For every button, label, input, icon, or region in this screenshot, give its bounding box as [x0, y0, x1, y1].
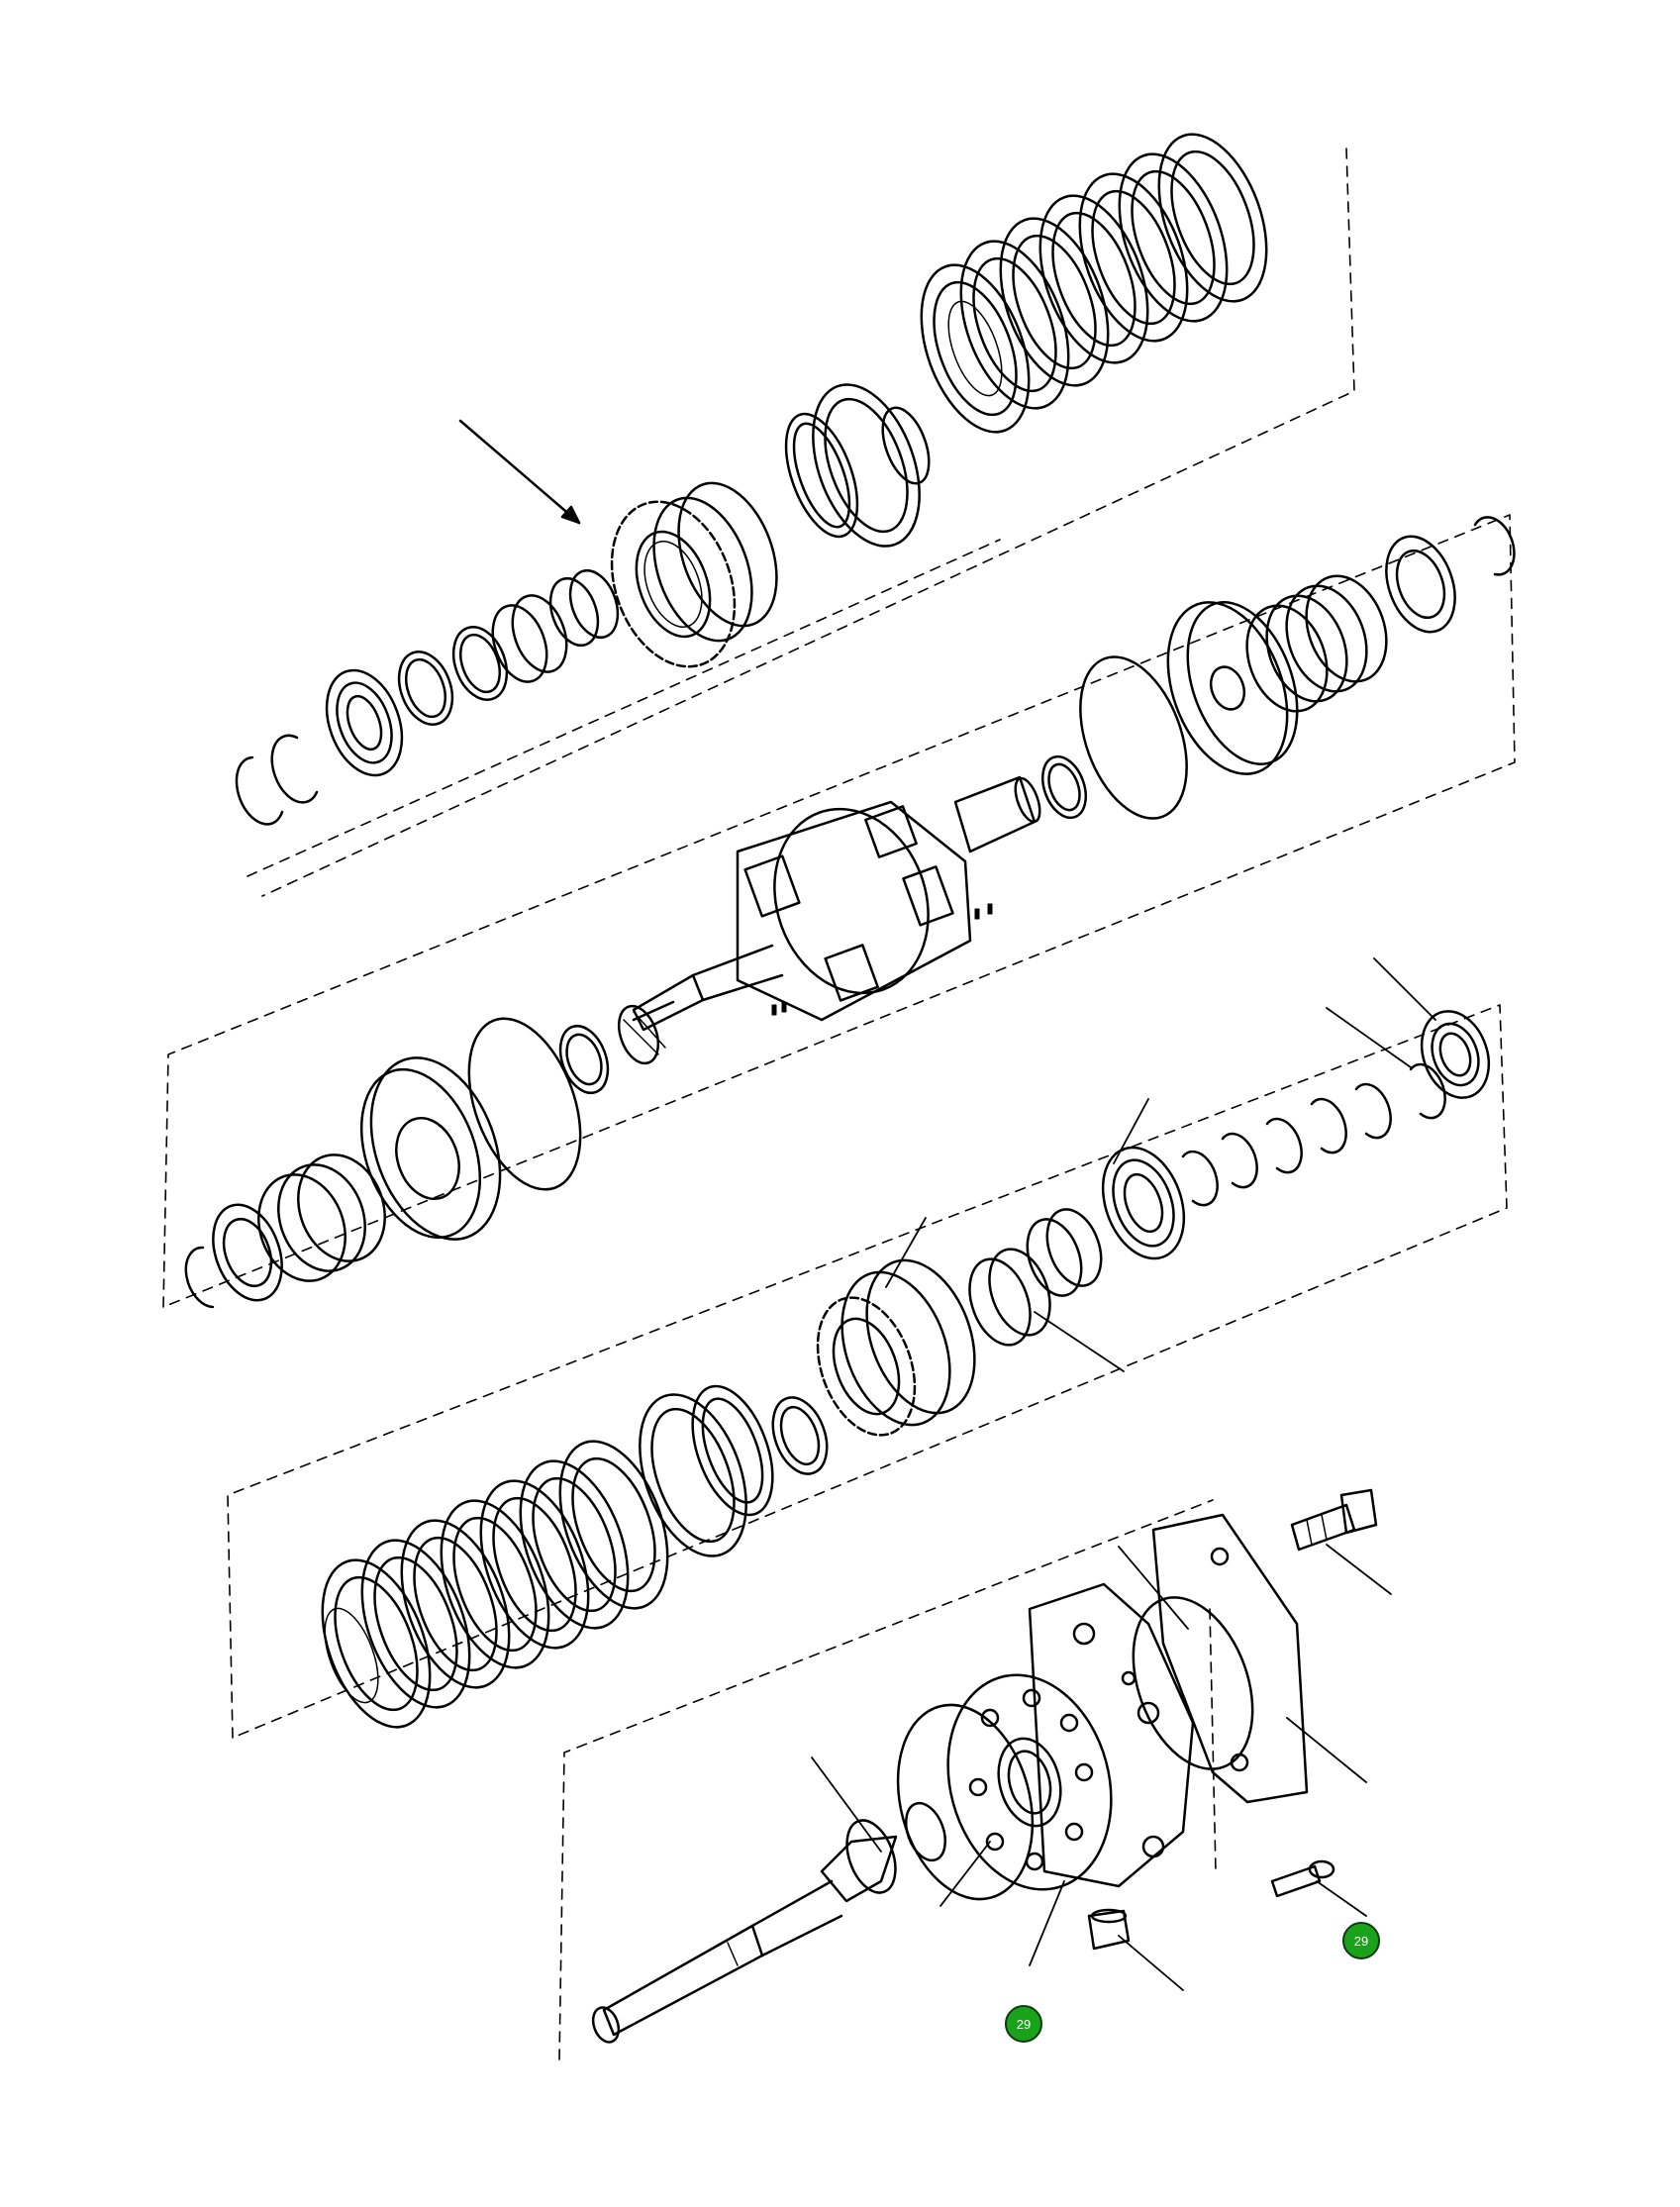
snap-rings-upper — [235, 734, 319, 826]
callout-number-badge[interactable]: 29 — [1005, 2005, 1042, 2043]
thrust-washers-upper — [397, 626, 509, 726]
arrow-pointer — [458, 419, 581, 525]
clutch-pack-lower — [321, 1440, 669, 1729]
snap-ring-right — [1473, 516, 1516, 576]
spring-lower — [257, 1154, 386, 1282]
pressure-plate-lower — [639, 1384, 774, 1557]
seal-ring-upper — [1041, 754, 1087, 820]
seal-right — [1385, 535, 1456, 634]
ball-bearing-lower — [1101, 1146, 1186, 1260]
callout-label: 29 — [1353, 1933, 1369, 1949]
snap-ring-left — [184, 1246, 215, 1309]
assembly-frame-1 — [247, 148, 1355, 897]
seal-left — [212, 1203, 283, 1302]
bolt-upper — [1290, 1488, 1378, 1552]
bolt-lower — [1270, 1859, 1335, 1898]
driven-gear — [816, 1258, 976, 1437]
pump-housing — [946, 1582, 1195, 1891]
spring-upper — [1245, 574, 1388, 713]
thrust-washer-lower — [771, 1396, 829, 1475]
seal-rings-housing — [896, 1703, 1035, 1901]
thrust-washer-mid — [558, 1025, 610, 1094]
callout-number-badge[interactable]: 29 — [1342, 1922, 1380, 1959]
ball-bearing-upper — [325, 668, 404, 777]
assembly-frame-2 — [162, 514, 1516, 1308]
assembly-frame-3 — [227, 1004, 1508, 1739]
bearing-cup-right — [1420, 1010, 1491, 1099]
piston-lower — [359, 1056, 502, 1241]
plug-bolt — [1087, 1908, 1131, 1951]
needle-bearing-lower — [968, 1208, 1103, 1347]
assembly-frame-4 — [558, 1499, 1217, 2060]
leader-lines — [811, 957, 1436, 1991]
mounting-plate — [1151, 1513, 1309, 1804]
callout-label: 29 — [1016, 2016, 1032, 2032]
clutch-carrier-shaft — [617, 775, 1041, 1065]
o-ring-upper — [1079, 655, 1188, 820]
piston-upper — [1166, 601, 1299, 775]
input-shaft — [591, 1819, 898, 2044]
clutch-pack-upper — [920, 133, 1268, 434]
snap-rings-row3 — [1181, 1062, 1446, 1207]
needle-bearing — [491, 569, 620, 683]
drive-gear — [610, 481, 778, 668]
o-ring-lower — [467, 1017, 582, 1191]
pressure-plate-upper — [784, 383, 931, 548]
